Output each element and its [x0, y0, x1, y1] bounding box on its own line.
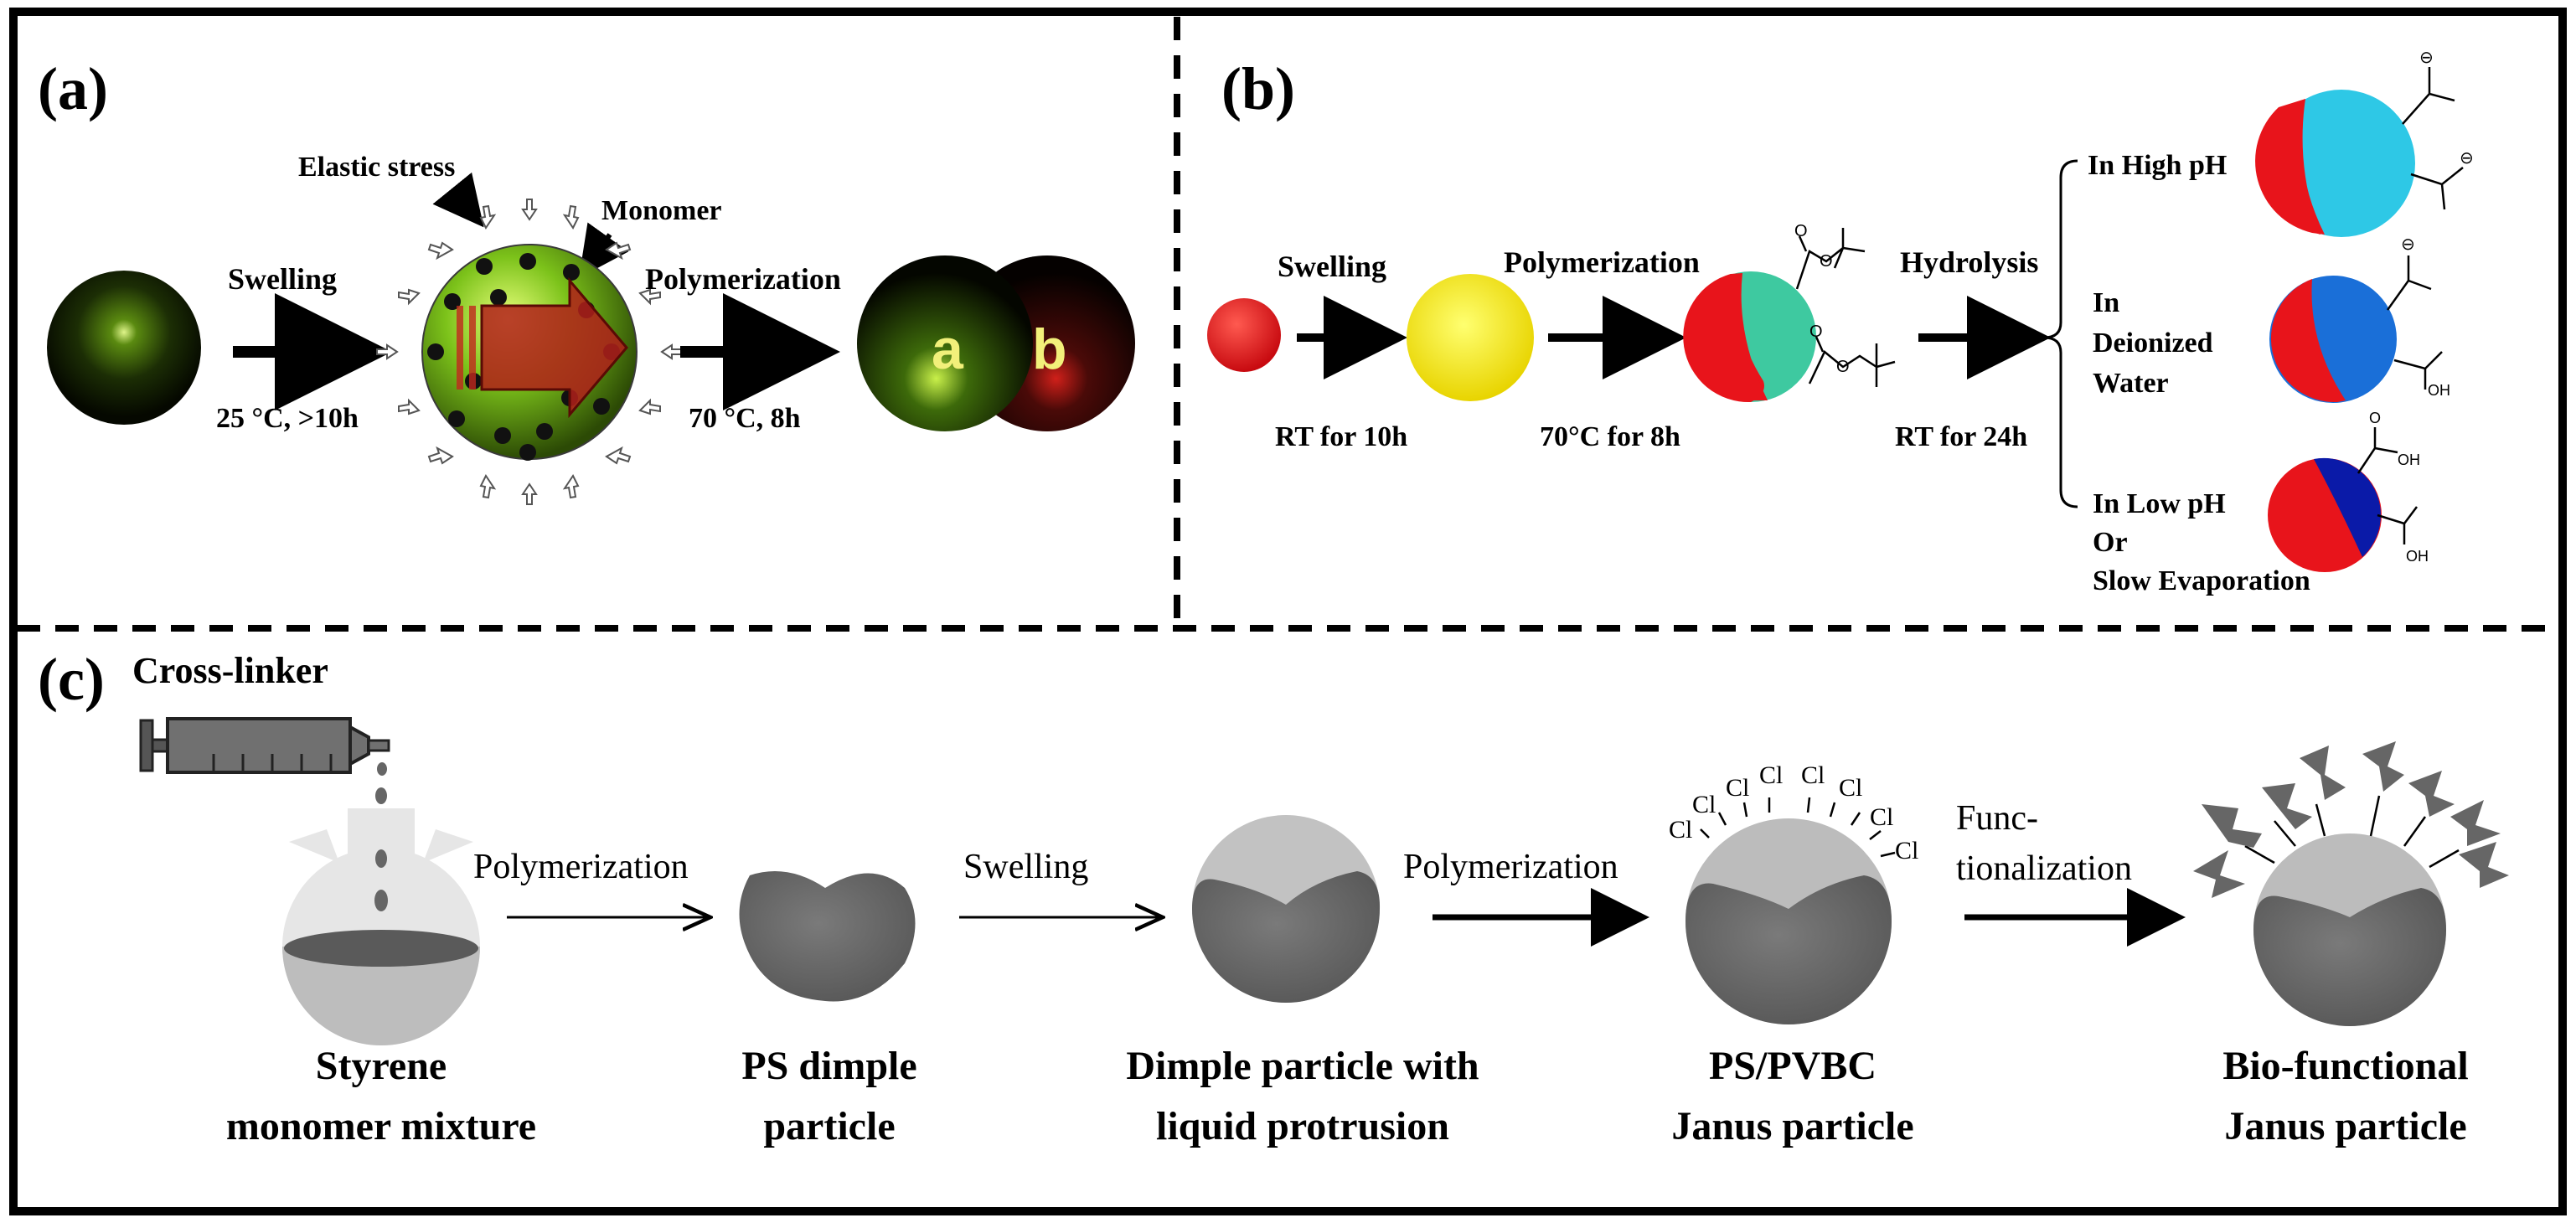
cl-label-2: Cl: [1692, 791, 1716, 818]
low-ph-oh-1: OH: [2398, 452, 2420, 468]
low-ph-o: O: [2369, 410, 2381, 426]
caption-2-line-1: PS dimple: [741, 1044, 916, 1088]
a-elastic-stress-label: Elastic stress: [298, 152, 455, 183]
c-step2-label: Swelling: [963, 848, 1088, 886]
lobe-b-label: b: [1032, 317, 1067, 381]
caption-5-line-2: Janus particle: [2224, 1104, 2466, 1148]
panel-a: (a) Swelling 25 °C, >10h Elastic stress …: [38, 55, 1135, 505]
b-branch-brace: [2043, 159, 2078, 508]
b-low-ph-3: Slow Evaporation: [2093, 565, 2310, 596]
caption-5-line-1: Bio-functional: [2222, 1044, 2468, 1088]
cl-label-8: Cl: [1895, 837, 1918, 864]
panel-c: (c) Cross-linker: [38, 646, 2509, 1148]
ester2-o-ether: O: [1836, 358, 1850, 376]
lobe-a-label: a: [932, 317, 964, 381]
ester2-o-carbonyl: O: [1809, 323, 1823, 341]
janus-dumbbell: a b: [857, 255, 1135, 431]
c-step4-label-2: tionalization: [1956, 849, 2132, 888]
cl-label-7: Cl: [1870, 803, 1893, 831]
caption-1-line-2: monomer mixture: [226, 1104, 536, 1148]
cl-label-3: Cl: [1726, 774, 1749, 802]
b-swelling-cond: RT for 10h: [1275, 421, 1407, 452]
a-swelling-cond: 25 °C, >10h: [216, 403, 359, 434]
b-seed-particle: [1207, 298, 1281, 372]
deionized-oh: OH: [2428, 382, 2450, 399]
a-monomer-label: Monomer: [601, 195, 722, 226]
b-hydrolysis-label: Hydrolysis: [1900, 245, 2038, 279]
deionized-minus: ⊖: [2401, 235, 2415, 254]
b-deionized-1: In: [2093, 287, 2119, 318]
b-high-ph-label: In High pH: [2088, 150, 2227, 181]
b-polymerization-label: Polymerization: [1504, 245, 1700, 279]
b-janus-particle: O O O O: [1683, 222, 1896, 403]
ps-pvbc-janus-particle: Cl Cl Cl Cl Cl Cl Cl Cl: [1669, 761, 1918, 1024]
panel-b-label: (b): [1221, 55, 1295, 122]
b-swollen-particle: [1407, 274, 1534, 401]
a-swelling-label: Swelling: [228, 262, 337, 296]
high-ph-minus-1: ⊖: [2419, 49, 2434, 67]
cl-label-6: Cl: [1839, 774, 1862, 802]
ester1-o-carbonyl: O: [1794, 222, 1808, 240]
outer-frame: [9, 8, 2567, 1215]
b-poly-cond: 70°C for 8h: [1540, 421, 1680, 452]
syringe-icon: [139, 717, 390, 834]
b-deionized-3: Water: [2093, 368, 2169, 399]
b-low-ph-2: Or: [2093, 527, 2128, 558]
c-step3-label: Polymerization: [1403, 848, 1618, 886]
c-step4-label-1: Func-: [1956, 799, 2038, 838]
low-ph-oh-2: OH: [2406, 548, 2429, 565]
ester1-o-ether: O: [1820, 252, 1833, 271]
styrene-flask: [282, 808, 480, 1045]
dimple-with-protrusion: [1192, 815, 1381, 1003]
a-elastic-pointer: [432, 172, 484, 228]
b-janus-deionized: ⊖ OH: [2269, 235, 2450, 403]
c-step1-label: Polymerization: [473, 848, 689, 886]
high-ph-minus-2: ⊖: [2460, 149, 2474, 168]
a-poly-cond: 70 °C, 8h: [689, 403, 801, 434]
cl-label-4: Cl: [1759, 761, 1783, 789]
panel-a-label: (a): [38, 55, 108, 122]
b-hydro-cond: RT for 24h: [1895, 421, 2027, 452]
caption-4-line-1: PS/PVBC: [1709, 1044, 1877, 1088]
caption-2-line-2: particle: [763, 1104, 895, 1148]
a-polymerization-label: Polymerization: [645, 262, 841, 296]
b-janus-low-ph: O OH OH: [2268, 410, 2429, 572]
panel-c-label: (c): [38, 646, 105, 713]
panel-b: (b) Swelling RT for 10h Polymerization 7…: [1207, 49, 2474, 596]
b-janus-high-ph: ⊖ ⊖: [2255, 49, 2474, 237]
b-low-ph-1: In Low pH: [2093, 488, 2226, 519]
seed-particle: [47, 271, 201, 425]
swollen-particle: [376, 199, 683, 505]
crosslinker-label: Cross-linker: [132, 650, 328, 691]
caption-3-line-2: liquid protrusion: [1156, 1104, 1449, 1148]
caption-3-line-1: Dimple particle with: [1126, 1044, 1479, 1088]
cl-label-1: Cl: [1669, 816, 1692, 844]
cl-label-5: Cl: [1801, 761, 1825, 789]
caption-4-line-2: Janus particle: [1671, 1104, 1913, 1148]
b-deionized-2: Deionized: [2093, 328, 2213, 359]
b-swelling-label: Swelling: [1278, 250, 1386, 283]
ps-dimple-particle: [739, 871, 916, 1002]
caption-1-line-1: Styrene: [316, 1044, 447, 1088]
bio-functional-janus-particle: [2193, 741, 2509, 1026]
